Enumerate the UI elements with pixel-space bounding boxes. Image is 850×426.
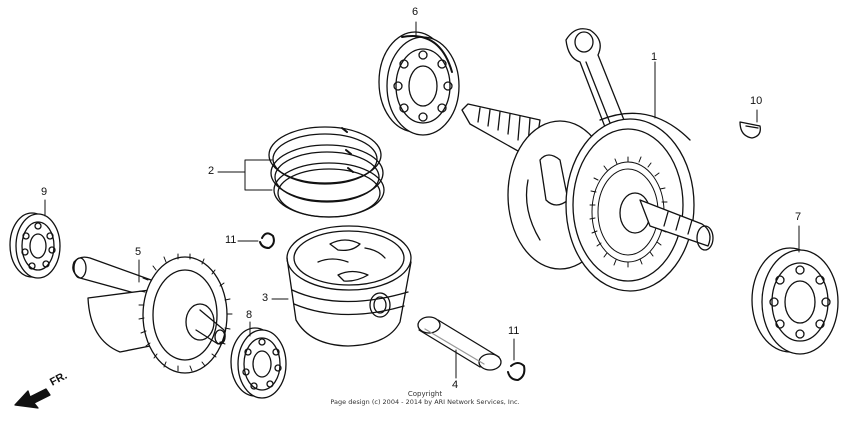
balancer-shaft-part-5[interactable] <box>72 253 233 374</box>
piston-rings-part-2[interactable] <box>268 126 385 218</box>
callout-7[interactable]: 7 <box>795 211 802 223</box>
callout-1[interactable]: 1 <box>651 51 658 63</box>
piston-pin-part-4[interactable] <box>417 316 502 371</box>
callout-8[interactable]: 8 <box>246 309 253 321</box>
copyright-line-2: Page design (c) 2004 - 2014 by ARI Netwo… <box>330 398 520 406</box>
callout-2[interactable]: 2 <box>208 165 215 177</box>
callout-5[interactable]: 5 <box>135 246 142 258</box>
callout-4[interactable]: 4 <box>452 379 459 391</box>
callout-6[interactable]: 6 <box>412 6 419 18</box>
circlip-part-11-upper[interactable] <box>259 232 275 249</box>
front-direction-arrow-icon <box>14 388 51 409</box>
callout-3[interactable]: 3 <box>262 292 269 304</box>
leader-lines <box>44 21 800 379</box>
bearing-part-9[interactable] <box>9 212 61 279</box>
woodruff-key-part-10[interactable] <box>739 121 761 139</box>
bearing-part-6[interactable] <box>378 31 460 136</box>
piston-part-3[interactable] <box>286 225 412 347</box>
callout-9[interactable]: 9 <box>41 186 48 198</box>
copyright-line-1: Copyright <box>407 390 443 398</box>
callout-10[interactable]: 10 <box>750 95 763 107</box>
circlip-part-11-lower[interactable] <box>507 362 526 381</box>
bearing-part-8[interactable] <box>230 327 287 399</box>
crankshaft-part-1[interactable] <box>461 28 714 292</box>
bearing-part-7[interactable] <box>751 247 839 355</box>
callout-11-lower[interactable]: 11 <box>508 325 520 337</box>
callout-11-upper[interactable]: 11 <box>225 234 237 246</box>
